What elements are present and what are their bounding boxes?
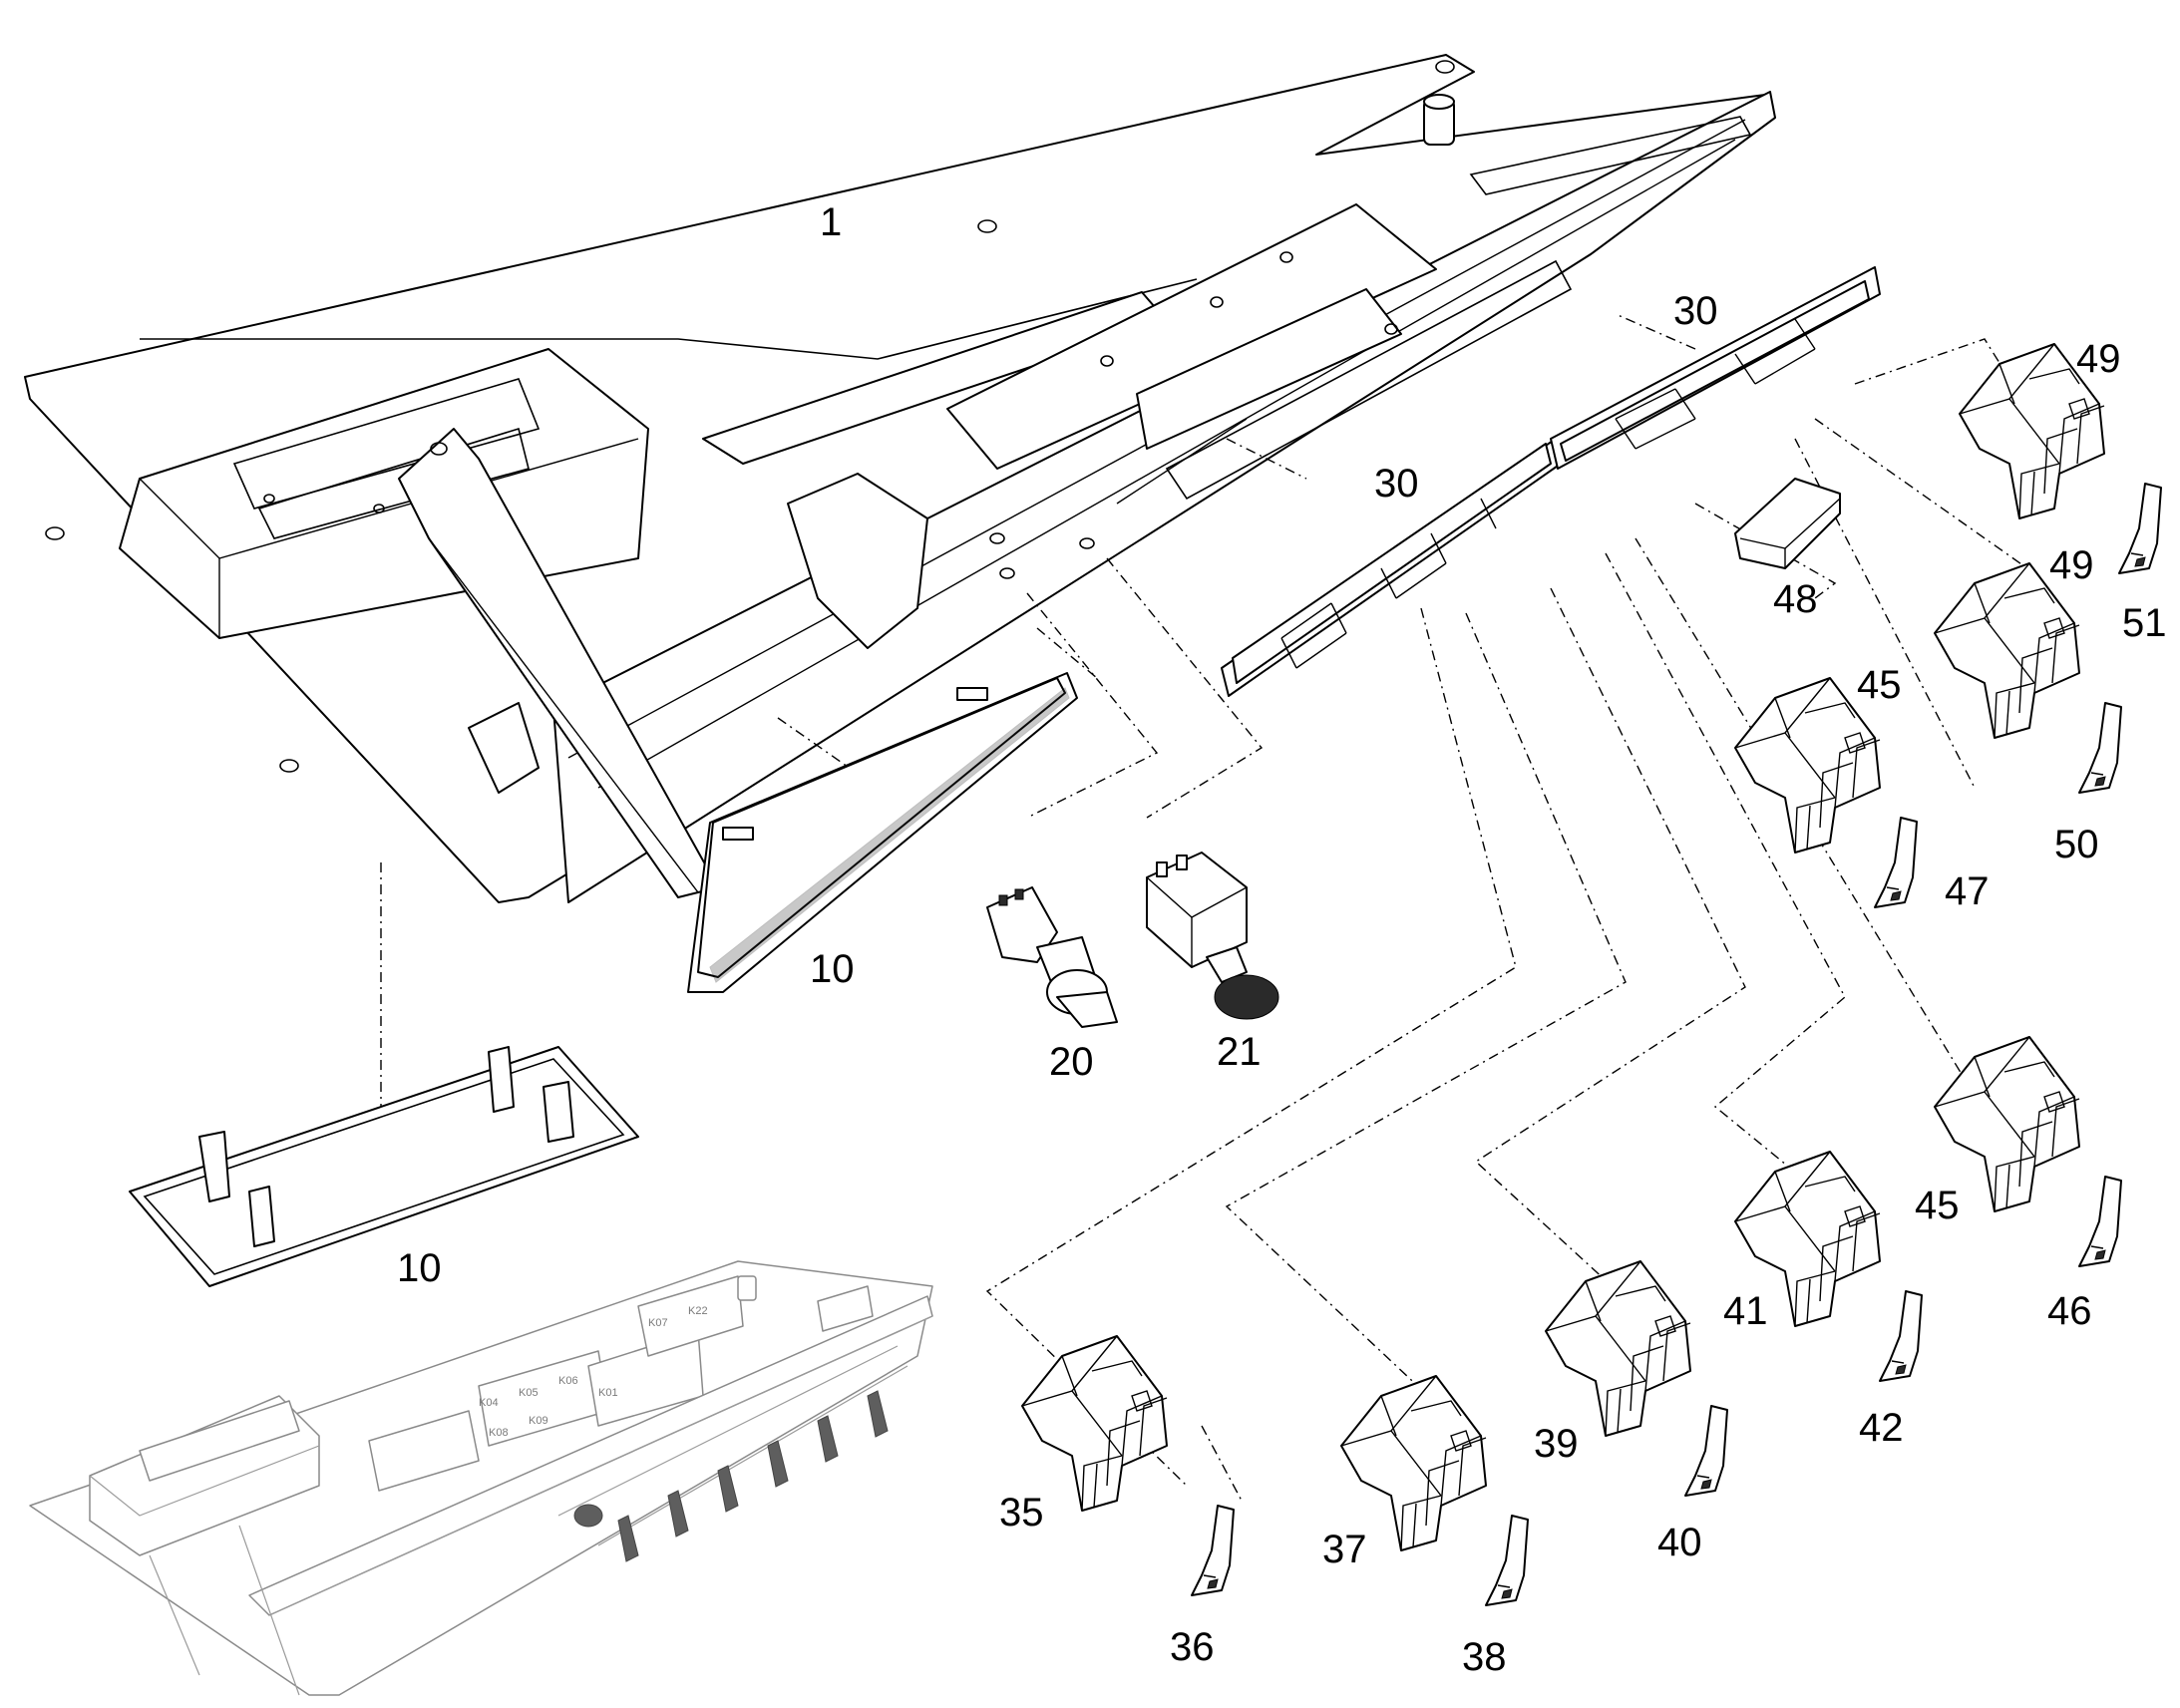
- callout-35: 35: [999, 1491, 1044, 1535]
- lens-46: [2078, 1176, 2122, 1267]
- callout-40: 40: [1657, 1521, 1702, 1564]
- callout-42: 42: [1859, 1406, 1904, 1450]
- callout-1: 1: [820, 200, 842, 244]
- relay-label: K06: [558, 1375, 578, 1387]
- relay-label: K22: [688, 1305, 708, 1317]
- callout-45-upper: 45: [1857, 663, 1902, 707]
- filter-grille-30-left: [1221, 438, 1562, 697]
- callout-21: 21: [1217, 1030, 1262, 1074]
- lens-40: [1684, 1405, 1728, 1497]
- lens-42: [1879, 1290, 1923, 1382]
- callout-39: 39: [1534, 1422, 1579, 1466]
- pushbutton-20: [986, 886, 1118, 1028]
- relay-label: K01: [598, 1387, 618, 1399]
- pushbutton-21: [1146, 852, 1279, 1020]
- callout-47: 47: [1945, 869, 1990, 913]
- relay-label: K05: [519, 1387, 539, 1399]
- lens-36: [1191, 1505, 1235, 1596]
- callout-49-lower: 49: [2049, 543, 2094, 587]
- assembled-inset-view: K04 K05 K06 K07 K22 K01 K08 K09: [29, 1260, 933, 1696]
- gasket-frame-lower: [129, 1046, 639, 1287]
- lens-50: [2078, 702, 2122, 794]
- callout-50: 50: [2054, 823, 2099, 866]
- relay-label: K08: [489, 1427, 509, 1439]
- relay-label: K09: [529, 1415, 548, 1427]
- callout-30-right: 30: [1673, 289, 1718, 333]
- switch-37: [1340, 1375, 1487, 1551]
- callout-30-left: 30: [1374, 462, 1419, 506]
- callout-10-lower: 10: [397, 1246, 442, 1290]
- callout-41: 41: [1723, 1289, 1768, 1333]
- lens-47: [1874, 817, 1918, 908]
- relay-label: K07: [648, 1317, 668, 1329]
- switch-49b: [1934, 562, 2080, 739]
- callout-46: 46: [2047, 1289, 2092, 1333]
- switch-35: [1021, 1335, 1168, 1512]
- panel-assembly: [24, 54, 1776, 903]
- callout-37: 37: [1322, 1528, 1367, 1571]
- filter-grille-30-right: [1550, 266, 1881, 470]
- callout-36: 36: [1170, 1625, 1215, 1669]
- callout-20: 20: [1049, 1040, 1094, 1084]
- switch-39: [1545, 1260, 1691, 1437]
- callouts: 1 10 10 20 21 30 30 35 36 37 38 39 40 41…: [397, 200, 2167, 1679]
- callout-10-upper: 10: [810, 947, 855, 991]
- lens-51: [2118, 483, 2162, 574]
- blank-plug-48: [1734, 478, 1841, 569]
- relay-label: K04: [479, 1397, 499, 1409]
- callout-45-lower: 45: [1915, 1184, 1960, 1227]
- callout-48: 48: [1773, 577, 1818, 621]
- callout-38: 38: [1462, 1635, 1507, 1679]
- callout-51: 51: [2122, 601, 2167, 645]
- lens-38: [1485, 1515, 1529, 1606]
- display-lens-upper: [687, 672, 1078, 993]
- callout-49-upper: 49: [2076, 337, 2121, 381]
